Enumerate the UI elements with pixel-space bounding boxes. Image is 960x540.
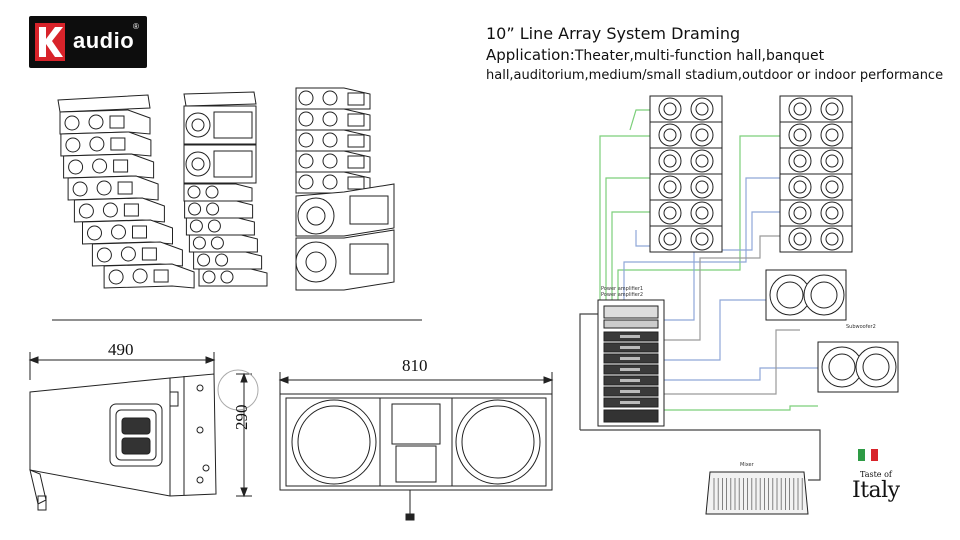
subwoofer-label: Subwoofer2 [846, 324, 876, 330]
wiring-lines [579, 109, 821, 481]
line-array-ground-stack [295, 87, 395, 291]
subwoofer-2 [817, 341, 899, 393]
application-text-1: Theater,multi-function hall,banquet [574, 48, 825, 64]
dimension-810-label: 810 [402, 356, 428, 375]
dimension-490-label: 490 [108, 340, 134, 359]
application-line-2: hall,auditorium,medium/small stadium,out… [486, 68, 944, 83]
logo-registered-mark: ® [133, 22, 139, 31]
subwoofer-1 [765, 269, 847, 321]
mixer-label: Mixer [740, 462, 754, 468]
amplifier-1-label: Power amplifier1 [601, 286, 644, 292]
dimension-290-label: 290 [232, 404, 251, 431]
kaudio-logo: audio ® [29, 16, 147, 68]
italy-label: Italy [852, 478, 900, 503]
mixer-console [705, 471, 809, 515]
italy-flag-icon [858, 449, 878, 461]
taste-of-label: Taste of [860, 470, 892, 479]
power-amplifier-rack [597, 299, 665, 427]
line-array-hang-2 [183, 91, 268, 287]
k-logo-mark-icon [35, 23, 65, 61]
application-label: Application: [486, 46, 575, 64]
speaker-column-right [779, 95, 853, 253]
line-array-hang-1 [57, 94, 195, 289]
amplifier-2-label: Power amplifier2 [601, 292, 644, 298]
page-title: 10” Line Array System Draming [486, 24, 741, 43]
logo-brand-text: audio [73, 28, 135, 53]
speaker-column-left [649, 95, 723, 253]
application-line-1: Application:Theater,multi-function hall,… [486, 46, 824, 64]
